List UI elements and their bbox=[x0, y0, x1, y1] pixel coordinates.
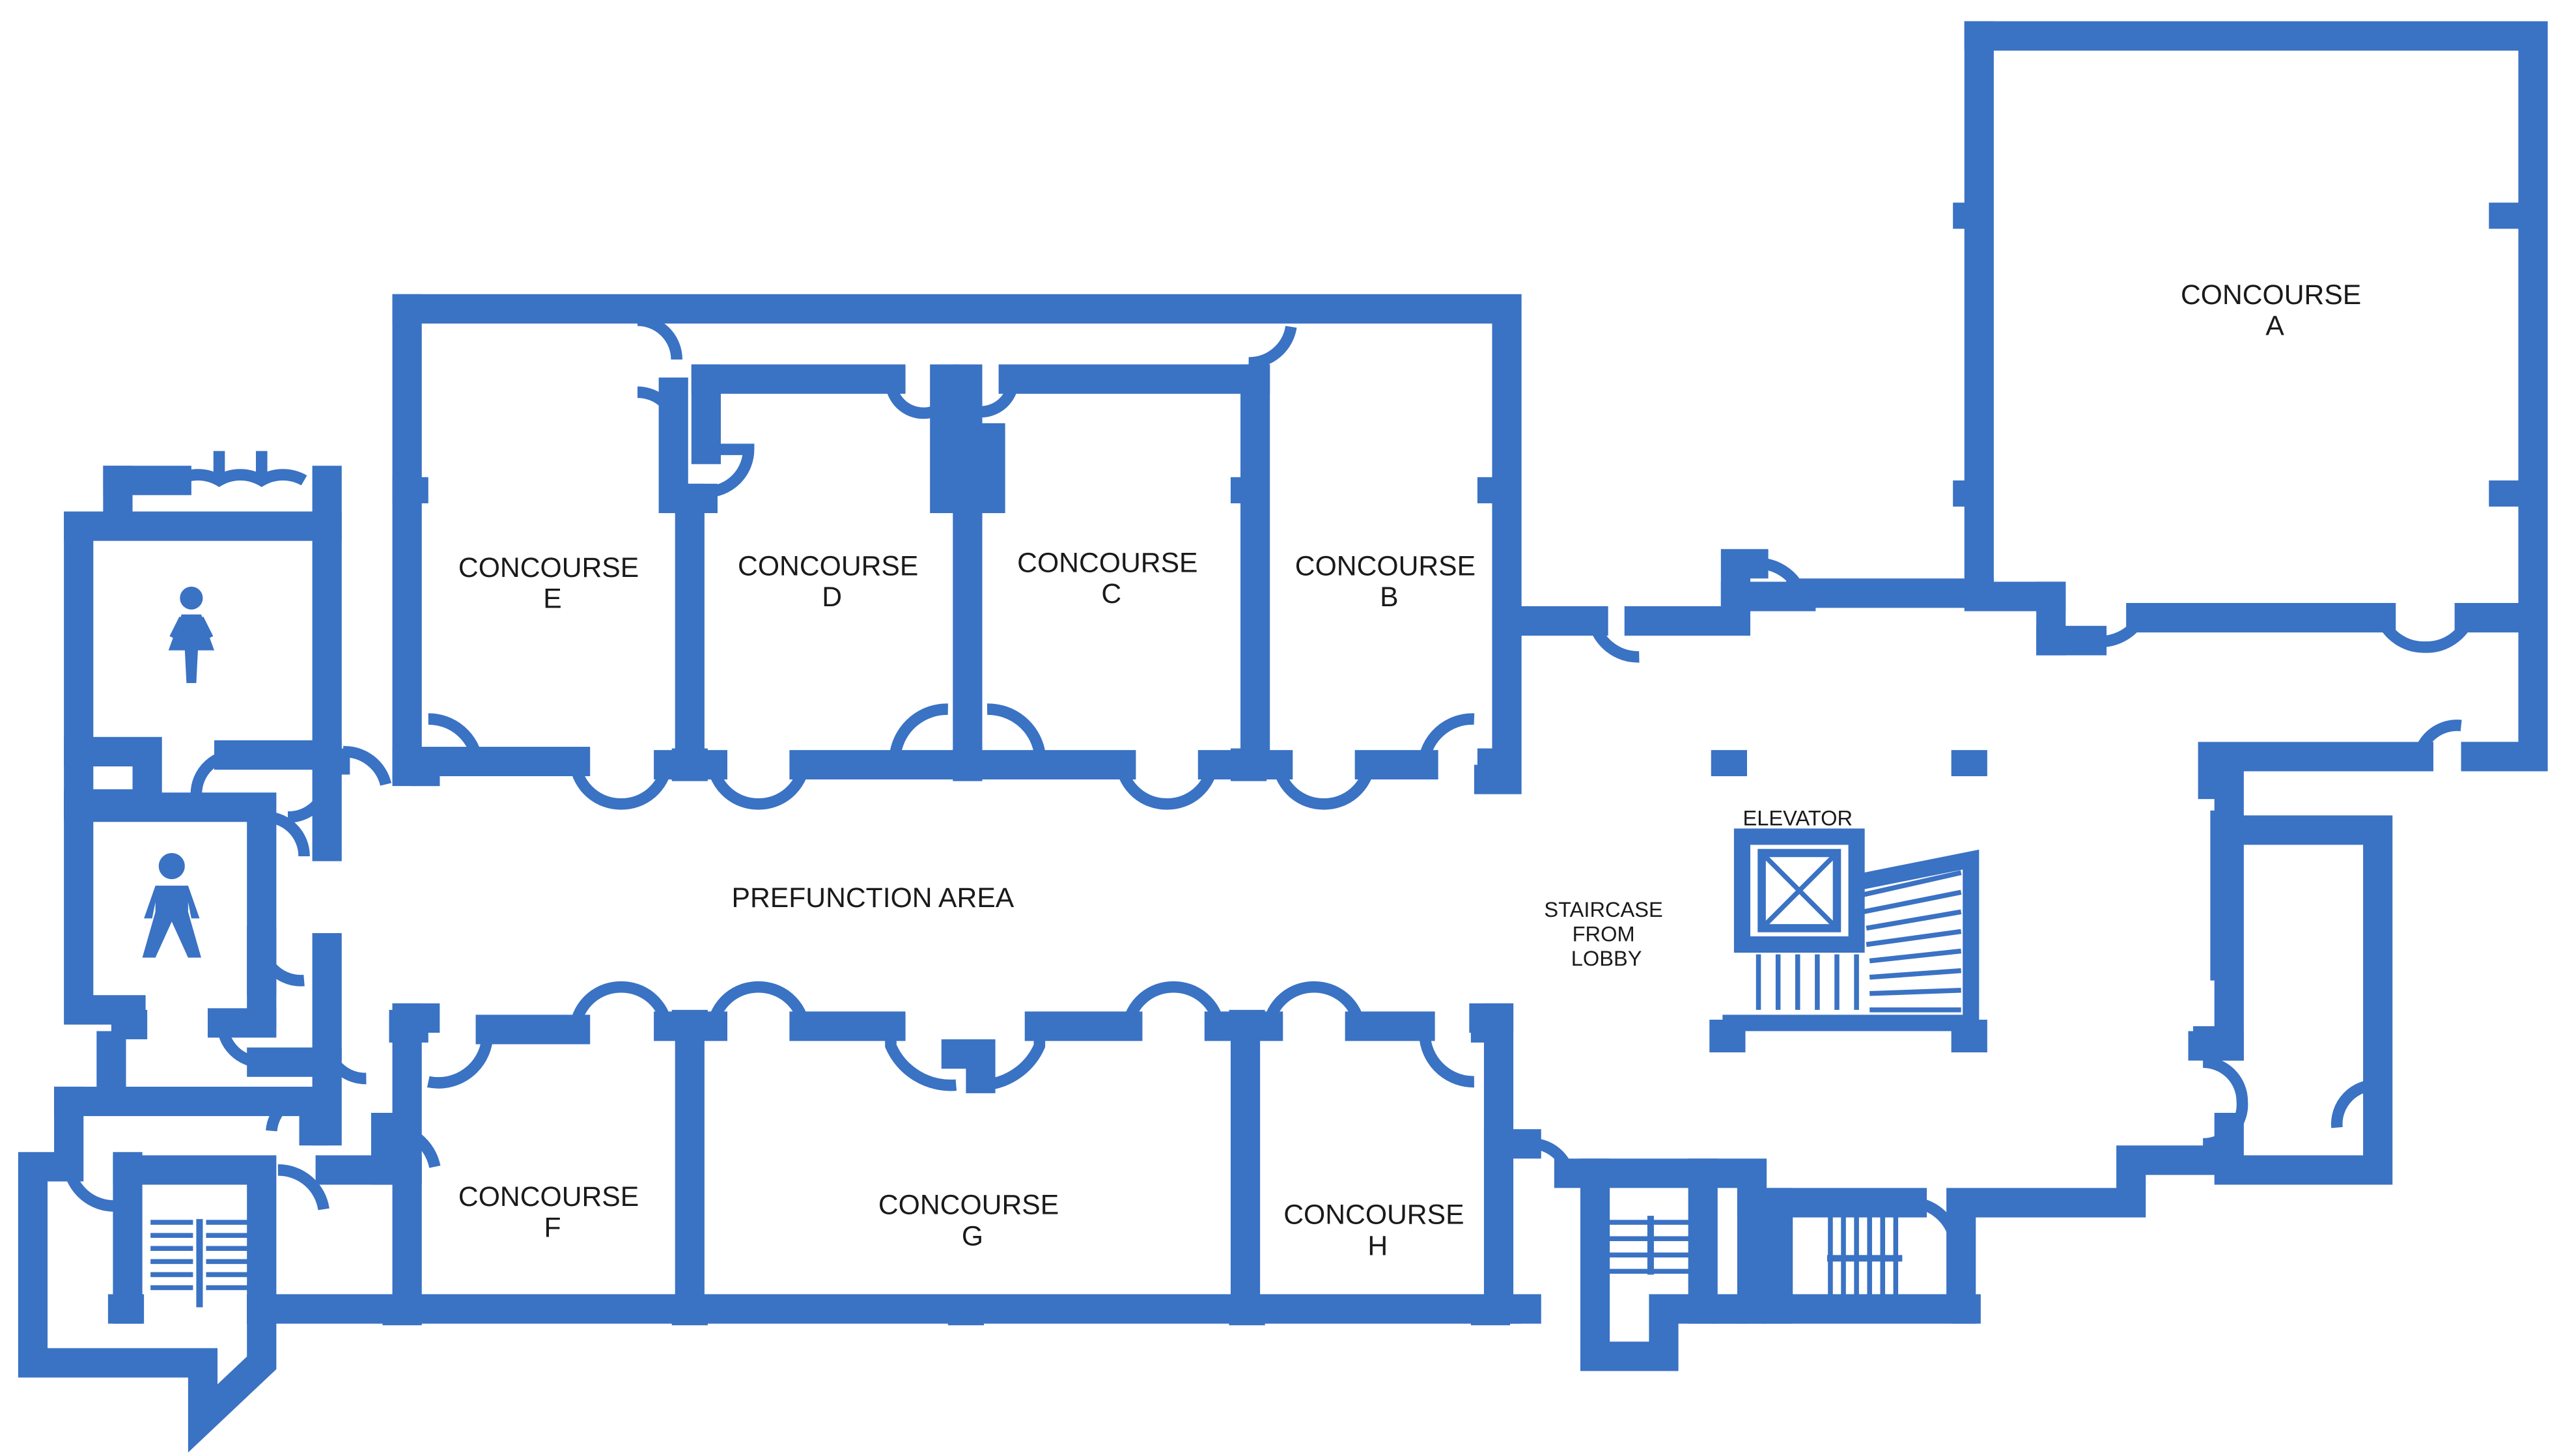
elevator[interactable] bbox=[1733, 828, 1865, 953]
staircase[interactable] bbox=[1709, 849, 1987, 1053]
staircase-label: STAIRCASE FROM LOBBY bbox=[1544, 897, 1668, 970]
concourse-b-label: CONCOURSE B bbox=[1295, 550, 1483, 613]
womens-restroom-icon bbox=[168, 586, 215, 683]
upper-concourse-block bbox=[392, 294, 1522, 794]
concourse-c-label: CONCOURSE C bbox=[1017, 547, 1205, 609]
lower-right-stair[interactable] bbox=[1826, 1209, 1903, 1308]
mens-restroom-icon bbox=[142, 852, 201, 958]
lower-left-stair[interactable] bbox=[150, 1219, 249, 1308]
door-icon bbox=[63, 315, 2475, 1240]
concourse-a-label: CONCOURSE A bbox=[2181, 279, 2369, 342]
east-wall-stair[interactable] bbox=[2210, 810, 2235, 981]
restroom-wing bbox=[18, 466, 422, 1453]
lower-middle-stair[interactable] bbox=[1608, 1216, 1700, 1275]
lower-concourse-block bbox=[247, 1003, 1522, 1326]
concourse-f-label: CONCOURSE F bbox=[458, 1181, 647, 1244]
elevator-label: ELEVATOR bbox=[1742, 805, 1853, 830]
concourse-d-label: CONCOURSE D bbox=[738, 550, 926, 613]
concourse-h-label: CONCOURSE H bbox=[1283, 1199, 1472, 1262]
east-circulation-walls bbox=[1483, 549, 2532, 1371]
concourse-g-label: CONCOURSE G bbox=[878, 1190, 1067, 1252]
prefunction-area-label: PREFUNCTION AREA bbox=[732, 882, 1015, 914]
concourse-e-label: CONCOURSE E bbox=[458, 552, 647, 615]
